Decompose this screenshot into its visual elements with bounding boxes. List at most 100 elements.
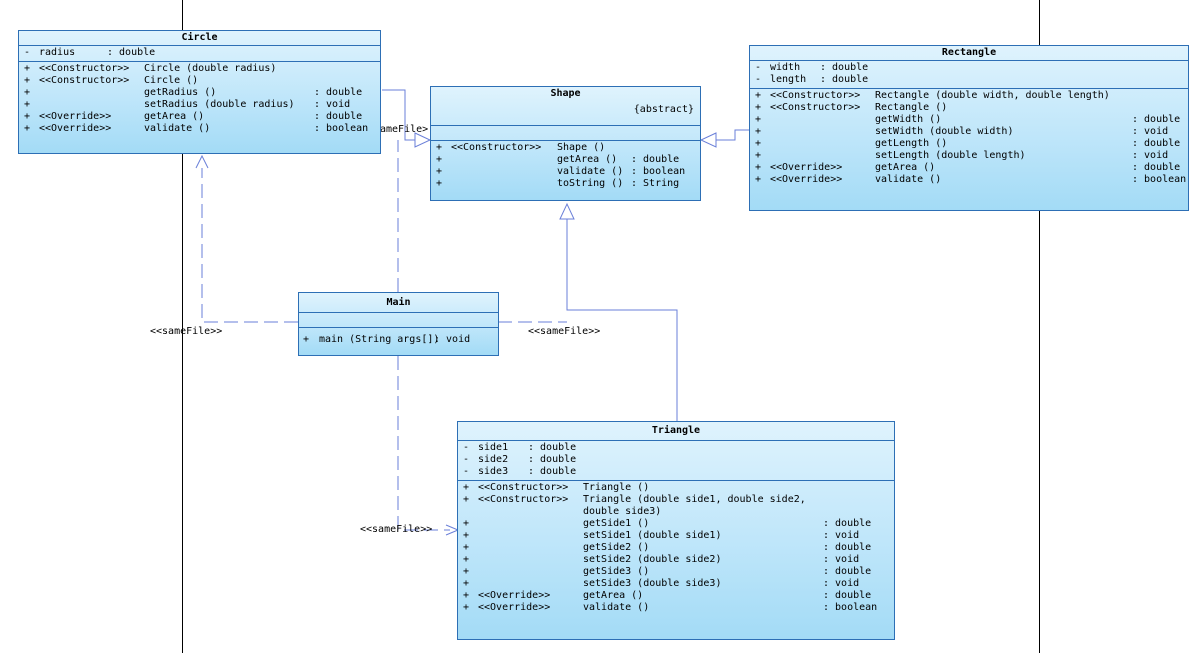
visibility-marker: +: [24, 87, 31, 98]
visibility-marker: +: [755, 162, 762, 173]
attribute-name: length: [770, 74, 807, 85]
attribute-type: : double: [528, 454, 577, 465]
operation-row[interactable]: +<<Override>>validate (): boolean: [19, 123, 380, 135]
visibility-marker: +: [463, 590, 470, 601]
visibility-marker: -: [463, 466, 470, 477]
operation-row[interactable]: +<<Override>>getArea (): double: [19, 111, 380, 123]
operation-return-type: : boolean: [823, 602, 878, 613]
circle-generalization-line: [382, 89, 415, 141]
visibility-marker: -: [755, 74, 762, 85]
visibility-marker: +: [436, 154, 443, 165]
operation-return-type: : double: [631, 154, 680, 165]
operation-row[interactable]: +<<Override>>validate (): boolean: [458, 602, 894, 614]
operation-signature: setSide3 (double side3): [583, 578, 722, 589]
attribute-row[interactable]: -side3: double: [458, 466, 894, 478]
visibility-marker: +: [755, 174, 762, 185]
attribute-name: side2: [478, 454, 509, 465]
attribute-row[interactable]: -side1: double: [458, 442, 894, 454]
operation-row[interactable]: +getLength (): double: [750, 138, 1188, 150]
attribute-type: : double: [820, 62, 869, 73]
operation-signature: setSide1 (double side1): [583, 530, 722, 541]
operation-signature: validate (): [875, 174, 942, 185]
operation-row[interactable]: +toString (): String: [431, 178, 700, 190]
attribute-row[interactable]: -length: double: [750, 74, 1188, 86]
operation-row[interactable]: +<<Override>>getArea (): double: [750, 162, 1188, 174]
visibility-marker: +: [436, 178, 443, 189]
operation-row[interactable]: +<<Constructor>>Rectangle (double width,…: [750, 90, 1188, 102]
operation-row[interactable]: +<<Constructor>>Rectangle (): [750, 102, 1188, 114]
operation-row[interactable]: + getArea () : double: [431, 154, 700, 166]
operation-stereotype: <<Override>>: [39, 123, 112, 134]
class-rectangle[interactable]: Rectangle -width: double-length: double …: [749, 45, 1189, 211]
attribute-name: side3: [478, 466, 509, 477]
attribute-row[interactable]: -radius: double: [19, 47, 380, 59]
visibility-marker: -: [463, 442, 470, 453]
operation-row[interactable]: +setLength (double length): void: [750, 150, 1188, 162]
operation-return-type: : boolean: [1132, 174, 1187, 185]
operation-row[interactable]: +getSide1 (): double: [458, 518, 894, 530]
operation-return-type: : void: [823, 578, 860, 589]
operation-return-type: : double: [823, 542, 872, 553]
operation-row[interactable]: +validate (): boolean: [431, 166, 700, 178]
operation-signature: Shape (): [557, 142, 606, 153]
operation-row[interactable]: +main (String args[]): void: [299, 334, 498, 346]
samefile-label-left: <<sameFile>>: [150, 326, 223, 337]
attribute-row[interactable]: -width: double: [750, 62, 1188, 74]
operation-row[interactable]: +setSide1 (double side1): void: [458, 530, 894, 542]
class-circle-operations: +<<Constructor>>Circle (double radius)+<…: [19, 62, 380, 137]
class-triangle-operations: +<<Constructor>>Triangle ()+<<Constructo…: [458, 481, 894, 616]
operation-row[interactable]: +<<Constructor>>Triangle (double side1, …: [458, 494, 894, 506]
class-triangle[interactable]: Triangle -side1: double-side2: double-si…: [457, 421, 895, 640]
visibility-marker: +: [24, 75, 31, 86]
operation-row[interactable]: +<<Constructor>>Shape (): [431, 142, 700, 154]
samefile-label-right: <<sameFile>>: [528, 326, 601, 337]
operation-row[interactable]: +getWidth (): double: [750, 114, 1188, 126]
operation-row[interactable]: +<<Constructor>>Triangle (): [458, 482, 894, 494]
operation-signature: getArea (): [557, 154, 618, 165]
operation-row[interactable]: +setSide2 (double side2): void: [458, 554, 894, 566]
operation-stereotype: <<Constructor>>: [478, 494, 569, 505]
operation-signature: Circle (double radius): [144, 63, 277, 74]
operation-row[interactable]: + setSide3 (double side3) : void: [458, 578, 894, 590]
class-shape[interactable]: Shape {abstract} + <<Constructor>> Shape (…: [430, 86, 701, 201]
visibility-marker: +: [303, 334, 310, 345]
operation-row[interactable]: +<<Constructor>>Circle (): [19, 75, 380, 87]
operation-stereotype: <<Constructor>>: [478, 482, 569, 493]
operation-signature: Circle (): [144, 75, 199, 86]
operation-row[interactable]: +setRadius (double radius): void: [19, 99, 380, 111]
operation-return-type: : void: [823, 554, 860, 565]
visibility-marker: +: [463, 578, 470, 589]
class-main[interactable]: Main +main (String args[]): void: [298, 292, 499, 356]
visibility-marker: +: [463, 494, 470, 505]
operation-stereotype: <<Constructor>>: [451, 142, 542, 153]
operation-row[interactable]: +getSide3 (): double: [458, 566, 894, 578]
visibility-marker: +: [755, 126, 762, 137]
class-circle[interactable]: Circle -radius: double +<<Constructor>>C…: [18, 30, 381, 154]
operation-row[interactable]: +<<Constructor>>Circle (double radius): [19, 63, 380, 75]
operation-signature: validate (): [144, 123, 211, 134]
visibility-marker: +: [463, 554, 470, 565]
operation-row[interactable]: +getSide2 (): double: [458, 542, 894, 554]
operation-row[interactable]: +<<Override>>validate (): boolean: [750, 174, 1188, 186]
operation-stereotype: <<Constructor>>: [39, 63, 130, 74]
class-circle-name: Circle: [19, 31, 380, 46]
visibility-marker: +: [755, 90, 762, 101]
main-triangle-dependency-line: [397, 356, 450, 531]
operation-row[interactable]: +<<Override>>getArea (): double: [458, 590, 894, 602]
visibility-marker: +: [24, 123, 31, 134]
visibility-marker: +: [463, 566, 470, 577]
operation-return-type: : double: [823, 518, 872, 529]
class-triangle-name: Triangle: [458, 422, 894, 441]
class-shape-header: Shape {abstract}: [431, 87, 700, 126]
operation-return-type: : double: [823, 566, 872, 577]
operation-signature: getArea (): [583, 590, 644, 601]
operation-row[interactable]: +setWidth (double width): void: [750, 126, 1188, 138]
operation-row[interactable]: double side3): [458, 506, 894, 518]
operation-return-type: : void: [823, 530, 860, 541]
rectangle-generalization-arrow: [699, 132, 717, 148]
visibility-marker: +: [463, 542, 470, 553]
attribute-name: width: [770, 62, 801, 73]
attribute-row[interactable]: -side2: double: [458, 454, 894, 466]
operation-row[interactable]: +getRadius (): double: [19, 87, 380, 99]
main-circle-dependency-line: [201, 168, 298, 323]
